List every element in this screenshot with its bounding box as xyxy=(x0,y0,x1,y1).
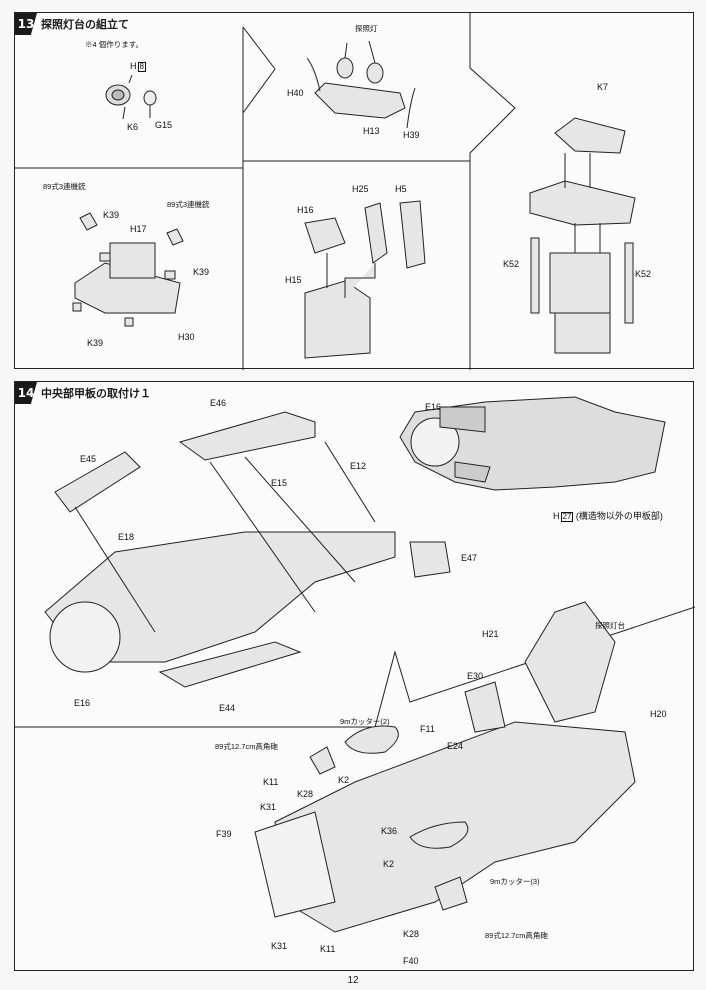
e16-deck-drawing xyxy=(399,396,666,491)
h17-label: H17 xyxy=(130,224,147,234)
k36-label: K36 xyxy=(381,826,398,836)
mg-left-label: 89式3連機銃 xyxy=(43,182,86,191)
g15-label: G15 xyxy=(155,120,173,130)
step-14-title: 中央部甲板の取付け１ xyxy=(41,387,151,400)
step-13-number: 13 xyxy=(15,13,37,35)
aa-gun-top-label: 89式12.7cm高角砲 xyxy=(215,742,278,751)
k39-label-c: K39 xyxy=(87,338,104,348)
h30-assembly-drawing xyxy=(72,212,184,327)
center-deck-drawing xyxy=(44,411,451,688)
h15-assembly-drawing xyxy=(304,200,426,359)
lower-deck-drawing xyxy=(254,601,636,933)
divider-step-14 xyxy=(15,606,695,728)
f11-label: F11 xyxy=(420,724,435,734)
searchlight-platform-label: 探照灯台 xyxy=(595,621,625,630)
step-13-panel: 13 探照灯台の組立て xyxy=(14,12,694,370)
k28-label-b: K28 xyxy=(403,929,420,939)
e16-top-label: E16 xyxy=(425,402,442,412)
step-13-illustration xyxy=(15,13,636,370)
e16-bottom-label: E16 xyxy=(74,698,91,708)
h16-label: H16 xyxy=(297,205,314,215)
e45-label: E45 xyxy=(80,454,97,464)
h15-label: H15 xyxy=(285,275,302,285)
e47-label: E47 xyxy=(461,553,478,563)
e24-label: E24 xyxy=(447,741,464,751)
h30-label: H30 xyxy=(178,332,195,342)
k31-label-a: K31 xyxy=(260,802,277,812)
e44-label: E44 xyxy=(219,703,236,713)
k11-label-a: K11 xyxy=(263,777,279,787)
step-13-header: 13 探照灯台の組立て xyxy=(15,13,129,35)
h25-label: H25 xyxy=(352,184,369,194)
mg-right-label: 89式3連機銃 xyxy=(167,200,210,209)
cutter-3-label: 9mカッター(3) xyxy=(490,877,540,886)
h39-label: H39 xyxy=(403,130,420,140)
k6-part-drawing xyxy=(105,74,157,120)
searchlight-label: 探照灯 xyxy=(355,24,378,33)
step-13-title: 探照灯台の組立て xyxy=(41,18,129,31)
h13-part-drawing xyxy=(306,40,416,129)
k31-label-b: K31 xyxy=(271,941,288,951)
h21-label: H21 xyxy=(482,629,499,639)
divider-middle-zigzag xyxy=(242,26,276,370)
h5-label: H5 xyxy=(395,184,407,194)
e30-label: E30 xyxy=(467,671,484,681)
k7-assembly-drawing xyxy=(529,117,636,354)
k52-right-label: K52 xyxy=(635,269,652,279)
k39-label-b: K39 xyxy=(193,267,210,277)
divider-right-zigzag xyxy=(469,13,516,370)
aa-gun-bottom-label: 89式12.7cm高角砲 xyxy=(485,931,548,940)
k52-left-label: K52 xyxy=(503,259,520,269)
k11-label-b: K11 xyxy=(320,944,336,954)
page-number: 12 xyxy=(347,975,359,986)
f40-label: F40 xyxy=(403,956,419,966)
k2-label-b: K2 xyxy=(383,859,395,869)
k28-label-a: K28 xyxy=(297,789,314,799)
k39-label-a: K39 xyxy=(103,210,120,220)
e15-label: E15 xyxy=(271,478,288,488)
e46-label: E46 xyxy=(210,398,227,408)
step-14-panel: 14 中央部甲板の取付け１ xyxy=(14,381,695,971)
step-14-number: 14 xyxy=(15,382,37,404)
f39-label: F39 xyxy=(216,829,232,839)
step-13-note: ※4 個作ります。 xyxy=(85,40,144,49)
h20-label: H20 xyxy=(650,709,667,719)
k2-label-a: K2 xyxy=(338,775,350,785)
step-14-illustration xyxy=(15,396,695,933)
e18-label: E18 xyxy=(118,532,135,542)
h40-label: H40 xyxy=(287,88,304,98)
cutter-2-label: 9mカッター(2) xyxy=(340,717,390,726)
k7-label: K7 xyxy=(597,82,609,92)
k6-label: K6 xyxy=(127,122,139,132)
step-14-header: 14 中央部甲板の取付け１ xyxy=(15,382,151,404)
e12-label: E12 xyxy=(350,461,367,471)
h13-label: H13 xyxy=(363,126,380,136)
